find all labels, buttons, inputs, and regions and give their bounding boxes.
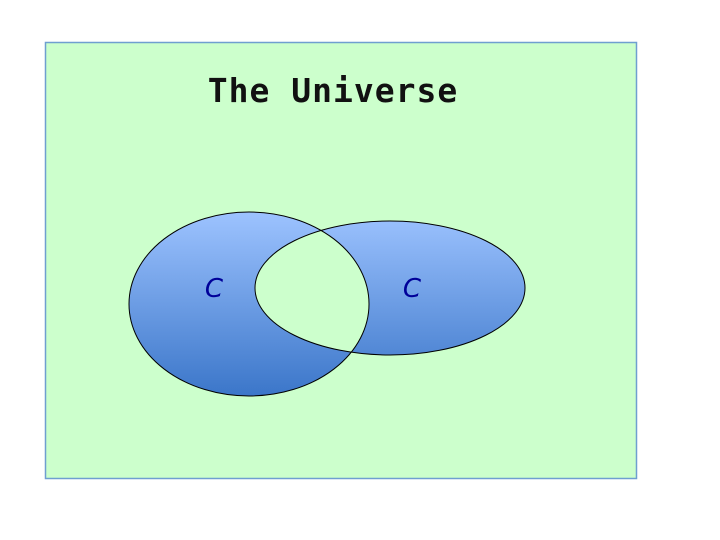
- set-left-label: C: [205, 274, 224, 304]
- set-right-outline: [254, 220, 526, 356]
- set-left-outline: [128, 211, 370, 397]
- symmetric-difference-region: [129, 212, 525, 396]
- universe-title: The Universe: [208, 71, 458, 110]
- set-right-label: C: [403, 274, 422, 304]
